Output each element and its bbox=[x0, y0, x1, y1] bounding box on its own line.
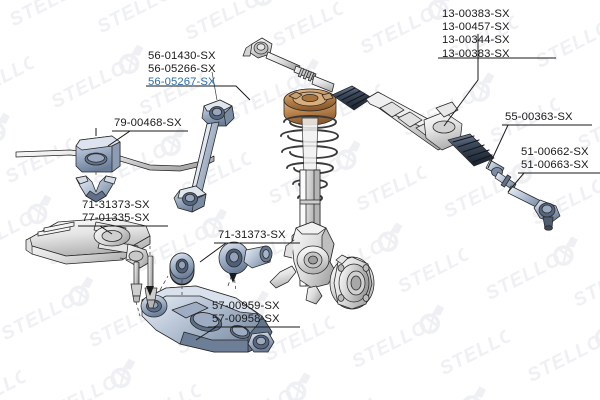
part-number-13-00344[interactable]: 13-00344-SX bbox=[442, 34, 510, 47]
leader-lines bbox=[78, 34, 600, 341]
part-number-51-00662[interactable]: 51-00662-SX bbox=[521, 146, 589, 158]
part-number-71-31373-subframe[interactable]: 71-31373-SX bbox=[82, 199, 150, 211]
assembly-line bbox=[135, 301, 141, 317]
part-number-55-00363[interactable]: 55-00363-SX bbox=[505, 111, 573, 123]
control-arm-bushing-pair bbox=[169, 241, 273, 286]
part-number-79-00468[interactable]: 79-00468-SX bbox=[114, 117, 182, 129]
label-group-sway-bar-bushing: 79-00468-SX bbox=[114, 117, 182, 130]
part-number-71-31373-bushing[interactable]: 71-31373-SX bbox=[218, 229, 286, 241]
wheel-hub-bearing bbox=[329, 254, 375, 310]
label-group-control-arm-bushing: 71-31373-SX bbox=[218, 229, 286, 242]
steering-knuckle bbox=[269, 221, 337, 305]
control-arm-ball-joint bbox=[247, 331, 275, 353]
part-number-56-01430[interactable]: 56-01430-SX bbox=[148, 50, 216, 62]
inner-tie-rod bbox=[485, 159, 517, 191]
label-group-tie-rod-end: 51-00662-SX 51-00663-SX bbox=[521, 146, 589, 172]
strut-top-mount bbox=[283, 88, 337, 126]
assembly-arrow bbox=[146, 273, 237, 296]
lower-control-arm bbox=[140, 285, 275, 353]
part-number-56-05266[interactable]: 56-05266-SX bbox=[148, 63, 216, 76]
tie-rod-upper bbox=[242, 37, 335, 93]
label-group-subframe-mount: 71-31373-SX 77-01335-SX bbox=[82, 199, 150, 225]
part-number-13-00383-a[interactable]: 13-00383-SX bbox=[442, 8, 510, 20]
outer-tie-rod-end bbox=[507, 185, 561, 231]
steering-rack bbox=[331, 85, 495, 167]
part-number-13-00457[interactable]: 13-00457-SX bbox=[442, 21, 510, 34]
label-group-inner-tie-rod: 55-00363-SX bbox=[505, 111, 573, 124]
part-number-57-00959[interactable]: 57-00959-SX bbox=[212, 300, 280, 312]
stabilizer-drop-link bbox=[173, 99, 235, 213]
label-group-steering-rack: 13-00383-SX 13-00457-SX 13-00344-SX 13-0… bbox=[442, 8, 510, 61]
bushing-bracket bbox=[75, 175, 117, 203]
subframe-stud bbox=[130, 261, 143, 303]
assembly-line bbox=[119, 257, 141, 263]
part-number-13-00383-b[interactable]: 13-00383-SX bbox=[442, 47, 510, 60]
bushing-small bbox=[169, 252, 195, 286]
part-number-57-00958[interactable]: 57-00958-SX bbox=[212, 313, 280, 326]
rack-boot-right bbox=[447, 133, 495, 167]
part-number-51-00663[interactable]: 51-00663-SX bbox=[521, 159, 589, 172]
label-group-control-arm: 57-00959-SX 57-00958-SX bbox=[212, 300, 280, 326]
label-group-stabilizer-link: 56-01430-SX 56-05266-SX 56-05267-SX bbox=[148, 50, 216, 90]
assembly-line bbox=[159, 275, 169, 291]
part-number-77-01335[interactable]: 77-01335-SX bbox=[82, 212, 150, 225]
part-number-56-05267-highlighted[interactable]: 56-05267-SX bbox=[148, 76, 216, 89]
bushing-large bbox=[218, 241, 273, 275]
